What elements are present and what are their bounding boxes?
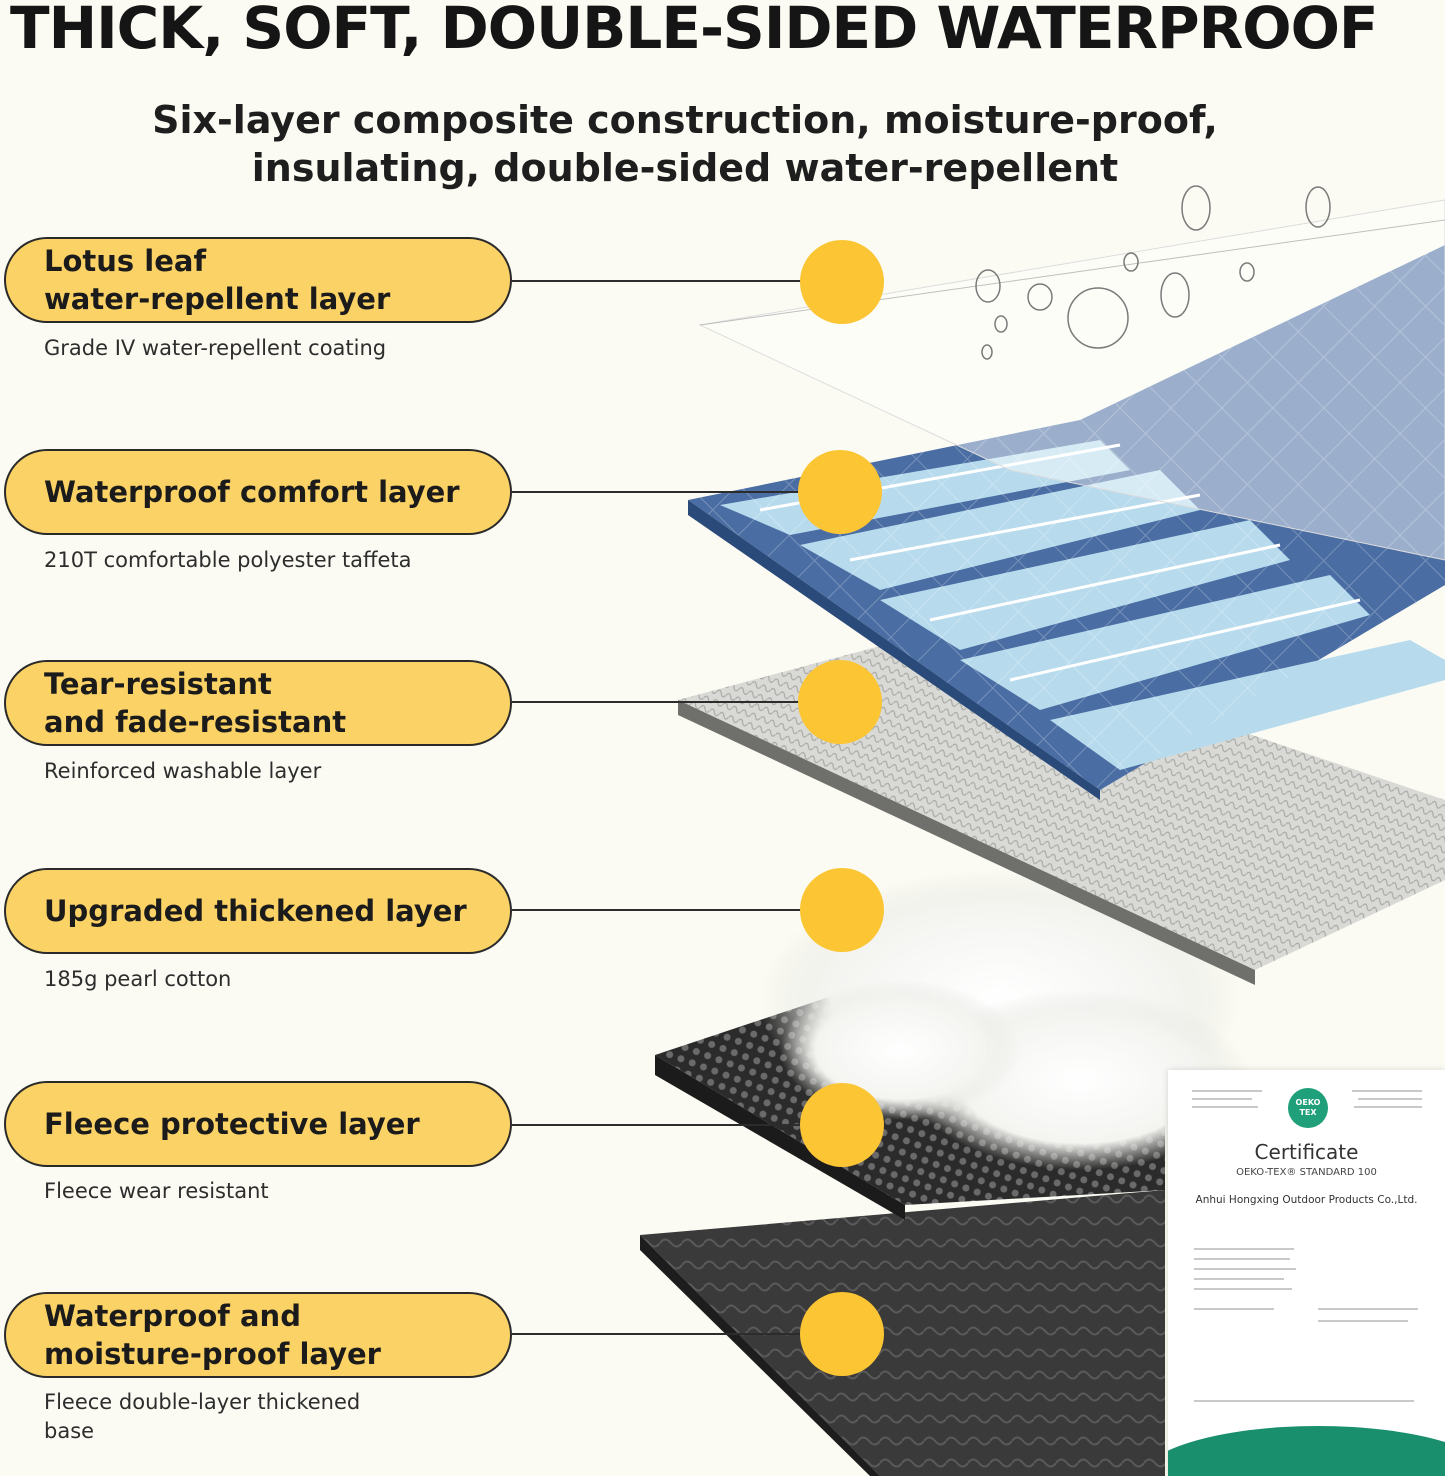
layer-marker-dot-6 [800, 1292, 884, 1376]
layer-title-pill-3: Tear-resistant and fade-resistant [4, 660, 512, 746]
certificate-company: Anhui Hongxing Outdoor Products Co.,Ltd. [1195, 1194, 1418, 1206]
layer-description-4: 185g pearl cotton [44, 965, 464, 994]
connector-line-1 [512, 280, 802, 282]
layer-title-pill-4: Upgraded thickened layer [4, 868, 512, 954]
layer-description-5-line-1: Fleece wear resistant [44, 1179, 269, 1203]
connector-line-4 [512, 909, 802, 911]
certificate-standard: OEKO-TEX® STANDARD 100 [1236, 1167, 1377, 1178]
layer-title-3-line-2: and fade-resistant [44, 705, 347, 739]
layer-description-1-line-1: Grade IV water-repellent coating [44, 336, 387, 360]
layer-description-5: Fleece wear resistant [44, 1177, 464, 1206]
page-headline: THICK, SOFT, DOUBLE-SIDED WATERPROOF [10, 0, 1379, 62]
comfort-layer-shape [688, 245, 1445, 800]
certificate-green-band [1168, 1426, 1445, 1476]
layer-description-2: 210T comfortable polyester taffeta [44, 546, 464, 575]
layer-title-3-line-1: Tear-resistant [44, 667, 272, 701]
connector-line-5 [512, 1124, 802, 1126]
connector-line-6 [512, 1333, 802, 1335]
layer-marker-dot-3 [798, 660, 882, 744]
layer-description-6-line-2: base [44, 1419, 95, 1443]
layer-title-5-line-1: Fleece protective layer [44, 1107, 420, 1141]
layer-title-pill-2: Waterproof comfort layer [4, 449, 512, 535]
layer-marker-dot-4 [800, 868, 884, 952]
layer-description-6: Fleece double-layer thickened base [44, 1388, 464, 1446]
layer-title-pill-1: Lotus leaf water-repellent layer [4, 237, 512, 323]
connector-line-3 [512, 701, 800, 703]
base-layer-shape [640, 1190, 1165, 1476]
water-droplets [975, 185, 1331, 360]
layer-marker-dot-2 [798, 450, 882, 534]
layer-description-4-line-1: 185g pearl cotton [44, 967, 232, 991]
certificate-document: OEKO TEX Certificate OEKO-TEX® STANDARD … [1168, 1070, 1445, 1476]
subheadline-line-1: Six-layer composite construction, moistu… [152, 98, 1218, 142]
layer-title-1-line-1: Lotus leaf [44, 244, 207, 278]
layer-title-pill-5: Fleece protective layer [4, 1081, 512, 1167]
layer-title-6-line-2: moisture-proof layer [44, 1337, 381, 1371]
layer-title-4-line-1: Upgraded thickened layer [44, 894, 467, 928]
oeko-tex-logo-icon: OEKO TEX [1288, 1088, 1328, 1128]
subheadline-line-2: insulating, double-sided water-repellent [251, 146, 1119, 190]
layer-title-1-line-2: water-repellent layer [44, 282, 391, 316]
layer-title-2-line-1: Waterproof comfort layer [44, 475, 460, 509]
layer-marker-dot-5 [800, 1083, 884, 1167]
connector-line-2 [512, 491, 800, 493]
layer-description-3: Reinforced washable layer [44, 757, 464, 786]
layer-description-6-line-1: Fleece double-layer thickened [44, 1390, 361, 1414]
certificate-title: Certificate [1254, 1140, 1359, 1164]
layer-title-pill-6: Waterproof and moisture-proof layer [4, 1292, 512, 1378]
layer-title-6-line-1: Waterproof and [44, 1299, 301, 1333]
layer-description-1: Grade IV water-repellent coating [44, 334, 464, 363]
layer-description-3-line-1: Reinforced washable layer [44, 759, 322, 783]
layer-marker-dot-1 [800, 240, 884, 324]
layer-description-2-line-1: 210T comfortable polyester taffeta [44, 548, 412, 572]
